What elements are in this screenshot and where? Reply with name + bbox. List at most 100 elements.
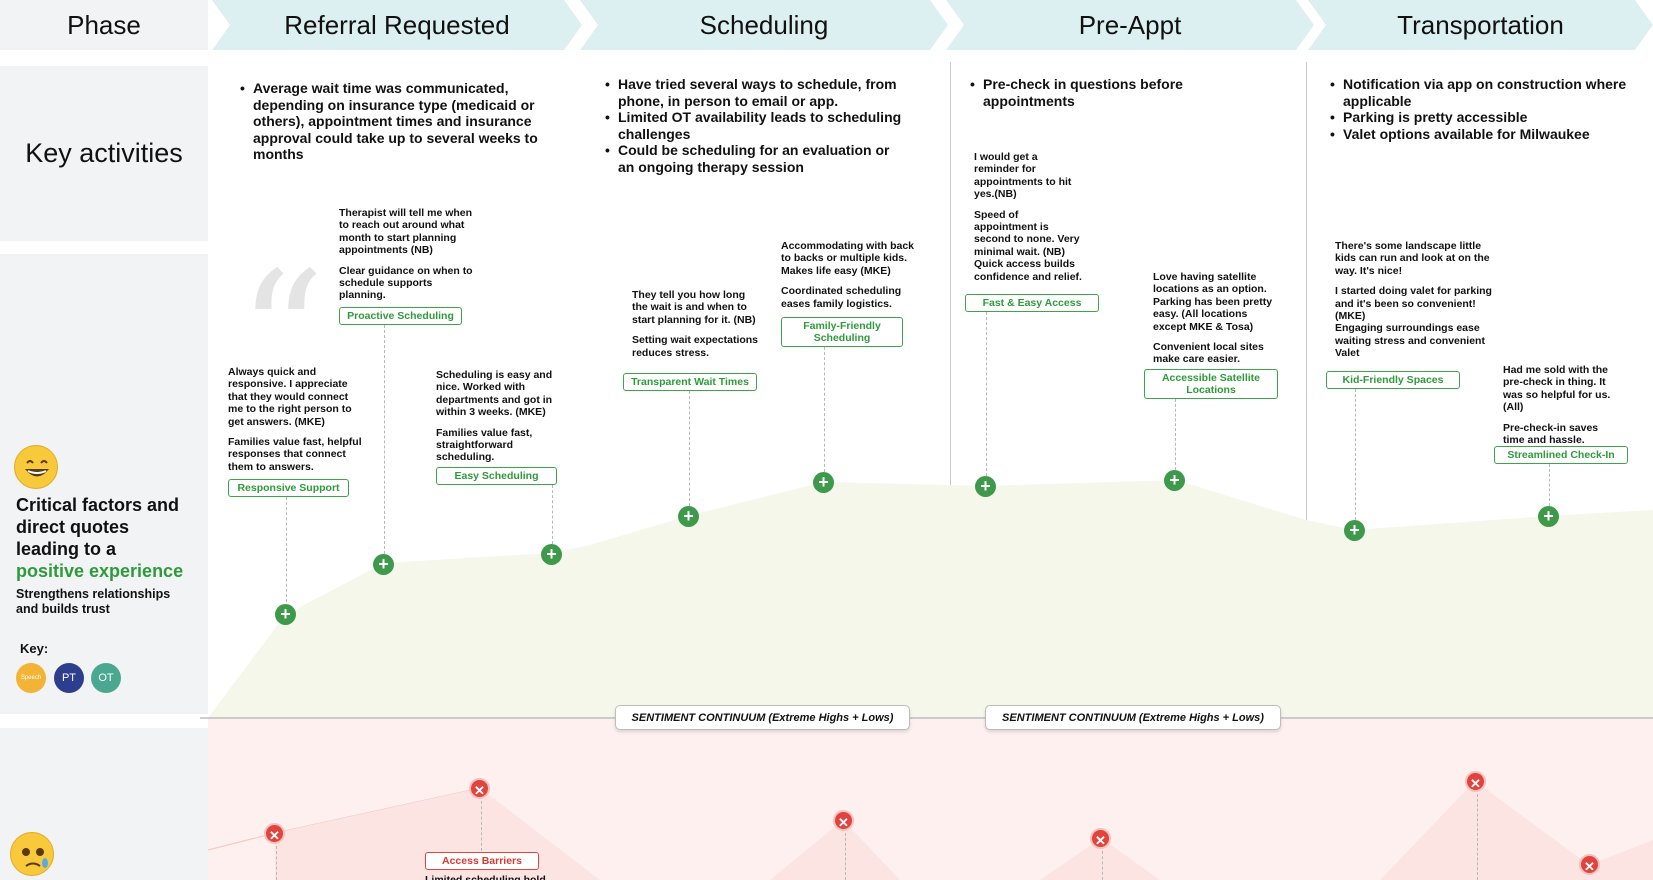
- positive-row-title: Critical factors and direct quotes leadi…: [16, 494, 206, 582]
- connector-line: [986, 312, 987, 476]
- negative-peaks: [1040, 838, 1160, 880]
- quote-card: Scheduling is easy and nice. Worked with…: [436, 369, 556, 464]
- quote-text: Had me sold with the pre-check in thing.…: [1503, 364, 1611, 414]
- speech-key-badge: Speech: [16, 663, 46, 693]
- phase-title: Pre-Appt: [1078, 9, 1182, 40]
- happy-face-drawing: [25, 460, 49, 477]
- tag-access-barriers: Access Barriers: [425, 852, 539, 870]
- quote-mark-icon: “: [238, 236, 325, 434]
- connector-line: [481, 801, 482, 851]
- connector-line: [276, 846, 277, 880]
- key-activities-label: Key activities: [25, 138, 183, 168]
- quote-card: Always quick and responsive. I appreciat…: [228, 366, 363, 473]
- activity-item: Pre-check in questions before appointmen…: [970, 76, 1270, 109]
- key-activities-pre-appt: Pre-check in questions before appointmen…: [970, 76, 1270, 109]
- phase-transportation: Transportation: [1308, 0, 1653, 50]
- phase-header: Phase: [0, 0, 208, 50]
- sentiment-continuum-label: SENTIMENT CONTINUUM (Extreme Highs + Low…: [985, 705, 1281, 730]
- negative-quote-partial: Limited scheduling hold: [425, 874, 546, 880]
- connector-line: [689, 391, 690, 506]
- key-activities-referral: Average wait time was communicated, depe…: [240, 80, 540, 163]
- negative-marker-icon: ✕: [1090, 828, 1111, 849]
- quote-insight: Quick access builds confidence and relie…: [974, 258, 1082, 283]
- column-divider: [950, 62, 951, 880]
- quote-insight: Families value fast, straightforward sch…: [436, 426, 533, 464]
- connector-line: [1175, 399, 1176, 470]
- connector-line: [1102, 851, 1103, 880]
- key-activities-header: Key activities: [0, 66, 208, 241]
- connector-line: [1477, 794, 1478, 880]
- plus-icon: +: [373, 554, 394, 575]
- sentiment-continuum-label: SENTIMENT CONTINUUM (Extreme Highs + Low…: [615, 705, 910, 730]
- quote-text: They tell you how long the wait is and w…: [632, 289, 756, 326]
- plus-icon: +: [541, 544, 562, 565]
- plus-icon: +: [1538, 506, 1559, 527]
- tag-responsive-support: Responsive Support: [228, 479, 349, 497]
- connector-line: [824, 347, 825, 472]
- positive-area: [208, 480, 1653, 718]
- negative-marker-icon: ✕: [264, 823, 285, 844]
- quote-insight: Pre-check-in saves time and hassle.: [1503, 421, 1599, 447]
- plus-icon: +: [1164, 470, 1185, 491]
- activity-item: Limited OT availability leads to schedul…: [605, 109, 905, 142]
- sad-face-icon: [10, 832, 54, 876]
- quote-insight: Convenient local sites make care easier.: [1153, 341, 1264, 366]
- happy-face-icon: [14, 445, 58, 489]
- quote-insight: Families value fast, helpful responses t…: [228, 436, 362, 473]
- plus-icon: +: [275, 604, 296, 625]
- connector-line: [286, 497, 287, 602]
- quote-card: They tell you how long the wait is and w…: [632, 289, 762, 359]
- key-activities-transportation: Notification via app on construction whe…: [1330, 76, 1630, 142]
- connector-line: [552, 485, 553, 544]
- tag-family-friendly-scheduling: Family-Friendly Scheduling: [781, 317, 903, 347]
- phase-title: Transportation: [1397, 9, 1564, 40]
- quote-insight: Coordinated scheduling eases family logi…: [781, 285, 902, 310]
- quote-card: Had me sold with the pre-check in thing.…: [1503, 364, 1613, 446]
- negative-peaks: [770, 820, 900, 880]
- negative-marker-icon: ✕: [833, 810, 854, 831]
- tag-kid-friendly-spaces: Kid-Friendly Spaces: [1326, 371, 1460, 389]
- activity-item: Parking is pretty accessible: [1330, 109, 1630, 126]
- pt-key-badge: PT: [54, 663, 84, 693]
- tag-fast-easy-access: Fast & Easy Access: [965, 294, 1099, 312]
- quote-text: There's some landscape little kids can r…: [1335, 240, 1490, 277]
- plus-icon: +: [678, 506, 699, 527]
- positive-title-line: Critical factors and: [16, 495, 180, 515]
- activity-item: Notification via app on construction whe…: [1330, 76, 1630, 109]
- quote-card: There's some landscape little kids can r…: [1335, 240, 1495, 360]
- connector-line: [1549, 464, 1550, 506]
- activity-item: Could be scheduling for an evaluation or…: [605, 142, 905, 175]
- negative-area: [208, 718, 1653, 880]
- quote-text: Accommodating with back to backs or mult…: [781, 240, 915, 277]
- connector-line: [845, 833, 846, 880]
- negative-peaks: [1380, 781, 1653, 880]
- activity-item: Have tried several ways to schedule, fro…: [605, 76, 905, 109]
- quote-text: Scheduling is easy and nice. Worked with…: [436, 369, 553, 419]
- quote-text: I would get a reminder for appointments …: [974, 151, 1072, 201]
- tag-easy-scheduling: Easy Scheduling: [436, 467, 557, 485]
- connector-line: [384, 325, 385, 554]
- phase-label: Phase: [67, 9, 141, 40]
- tag-streamlined-check-in: Streamlined Check-In: [1494, 446, 1628, 464]
- phase-title: Scheduling: [699, 9, 829, 40]
- quote-insight: Engaging surroundings ease waiting stres…: [1335, 322, 1485, 360]
- quote-insight: Setting wait expectations reduces stress…: [632, 334, 759, 359]
- tag-accessible-satellite-locations: Accessible Satellite Locations: [1144, 369, 1278, 399]
- quote-card: Love having satellite locations as an op…: [1153, 271, 1278, 366]
- tag-proactive-scheduling: Proactive Scheduling: [339, 307, 462, 325]
- quote-card: I would get a reminder for appointments …: [974, 151, 1084, 283]
- negative-marker-icon: ✕: [469, 778, 490, 799]
- phase-scheduling: Scheduling: [580, 0, 948, 50]
- connector-line: [1355, 389, 1356, 520]
- quote-insight: Clear guidance on when to schedule suppo…: [339, 264, 473, 302]
- activity-item: Valet options available for Milwaukee: [1330, 126, 1630, 143]
- plus-icon: +: [1344, 520, 1365, 541]
- quote-text: Love having satellite locations as an op…: [1153, 271, 1273, 333]
- quote-text: Therapist will tell me when to reach out…: [339, 207, 473, 257]
- negative-marker-icon: ✕: [1579, 854, 1600, 875]
- sad-face-drawing: [22, 848, 48, 868]
- positive-title-highlight: positive experience: [16, 561, 184, 581]
- phase-referral-requested: Referral Requested: [212, 0, 582, 50]
- phase-pre-appt: Pre-Appt: [946, 0, 1314, 50]
